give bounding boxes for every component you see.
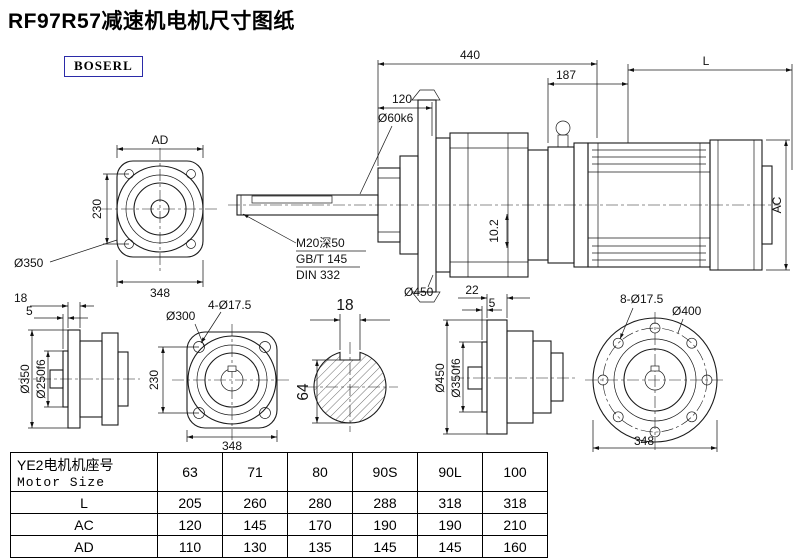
table-cell: 318: [482, 491, 548, 514]
table-row-AC: AC 120 145 170 190 190 210: [10, 513, 548, 536]
table-cell: 288: [352, 491, 418, 514]
dim-5-label: 5: [489, 296, 496, 310]
dim-440-label: 440: [460, 48, 480, 62]
table-cell: 145: [417, 535, 483, 558]
dia-450-label: Ø450: [404, 285, 434, 299]
shaft-dia-label: Ø60k6: [378, 111, 414, 125]
dia-400-label: Ø400: [672, 304, 702, 318]
dim-348-label: 348: [222, 439, 242, 453]
bolt-holes-label: 4-Ø17.5: [208, 298, 252, 312]
page-title: RF97R57减速机电机尺寸图纸: [8, 10, 295, 33]
table-cell: 260: [222, 491, 288, 514]
table-cell: 145: [222, 513, 288, 536]
key-width-label: 18: [336, 297, 353, 314]
motor-size-table: YE2电机机座号 Motor Size 63 71 80 90S 90L 100…: [10, 452, 548, 558]
table-cell: 280: [287, 491, 353, 514]
dia-450-label: Ø450: [433, 363, 447, 393]
motor-size-value: 71: [222, 452, 288, 492]
table-cell: 210: [482, 513, 548, 536]
dim-102-label: 10.2: [487, 219, 501, 243]
motor-size-value: 80: [287, 452, 353, 492]
dia-350f-label: Ø350f6: [449, 358, 463, 398]
motor-size-header-cn: YE2电机机座号: [17, 456, 114, 473]
flange-front-view-top: AD 230 Ø350 348: [14, 133, 218, 300]
motor-size-value: 63: [157, 452, 223, 492]
dim-ad-label: AD: [152, 133, 169, 147]
table-cell: 190: [417, 513, 483, 536]
key-depth-label: 64: [295, 383, 312, 401]
dim-348-label: 348: [634, 434, 654, 448]
output-flange-front-view: 4-Ø17.5 Ø300 230 348: [147, 298, 292, 453]
table-row-AD: AD 110 130 135 145 145 160: [10, 535, 548, 558]
table-cell: 205: [157, 491, 223, 514]
table-cell: 120: [157, 513, 223, 536]
dia-300-label: Ø300: [166, 309, 196, 323]
dim-5-label: 5: [26, 304, 33, 318]
table-header-row: YE2电机机座号 Motor Size 63 71 80 90S 90L 100: [10, 452, 548, 492]
table-cell: 135: [287, 535, 353, 558]
dia-350-label: Ø350: [18, 364, 32, 394]
dim-ac-label: AC: [770, 196, 784, 213]
dim-row-label: AC: [10, 513, 158, 536]
dim-row-label: L: [10, 491, 158, 514]
standard-din-label: DIN 332: [296, 268, 340, 282]
dim-187-label: 187: [556, 68, 576, 82]
dia-250-label: Ø250f6: [34, 359, 48, 399]
motor-size-value: 90S: [352, 452, 418, 492]
dim-230-label: 230: [147, 370, 161, 390]
bolt-holes-label: 8-Ø17.5: [620, 292, 664, 306]
table-cell: 318: [417, 491, 483, 514]
dim-348-label: 348: [150, 286, 170, 300]
table-cell: 160: [482, 535, 548, 558]
shaft-keyway-section: 18 64: [295, 297, 398, 432]
motor-flange-front-view: 8-Ø17.5 Ø400 348: [585, 292, 726, 452]
eyebolt-icon: [555, 120, 571, 136]
motor-size-header-en: Motor Size: [17, 474, 106, 490]
brand-logo: BOSERL: [64, 56, 143, 77]
table-cell: 145: [352, 535, 418, 558]
table-cell: 130: [222, 535, 288, 558]
gearmotor-side-view: 440 187 L 120 Ø60k6 AC 10.2 M20深50 GB/T …: [228, 48, 793, 303]
tap-hole-label: M20深50: [296, 236, 345, 250]
dim-22-label: 22: [465, 283, 479, 297]
motor-size-value: 100: [482, 452, 548, 492]
reducer-side-view-small: Ø350 Ø250f6 18 5: [14, 291, 140, 429]
dim-row-label: AD: [10, 535, 158, 558]
dia-350-label: Ø350: [14, 256, 44, 270]
table-cell: 170: [287, 513, 353, 536]
input-flange-side-view: Ø450 Ø350f6 22 5: [433, 283, 575, 435]
dim-120-label: 120: [392, 92, 412, 106]
dim-18-label: 18: [14, 291, 28, 305]
table-cell: 190: [352, 513, 418, 536]
table-row-L: L 205 260 280 288 318 318: [10, 491, 548, 514]
table-cell: 110: [157, 535, 223, 558]
dim-230-label: 230: [90, 199, 104, 219]
dim-L-label: L: [703, 54, 710, 68]
motor-size-header: YE2电机机座号 Motor Size: [10, 452, 158, 492]
standard-gbt-label: GB/T 145: [296, 252, 347, 266]
motor-size-value: 90L: [417, 452, 483, 492]
